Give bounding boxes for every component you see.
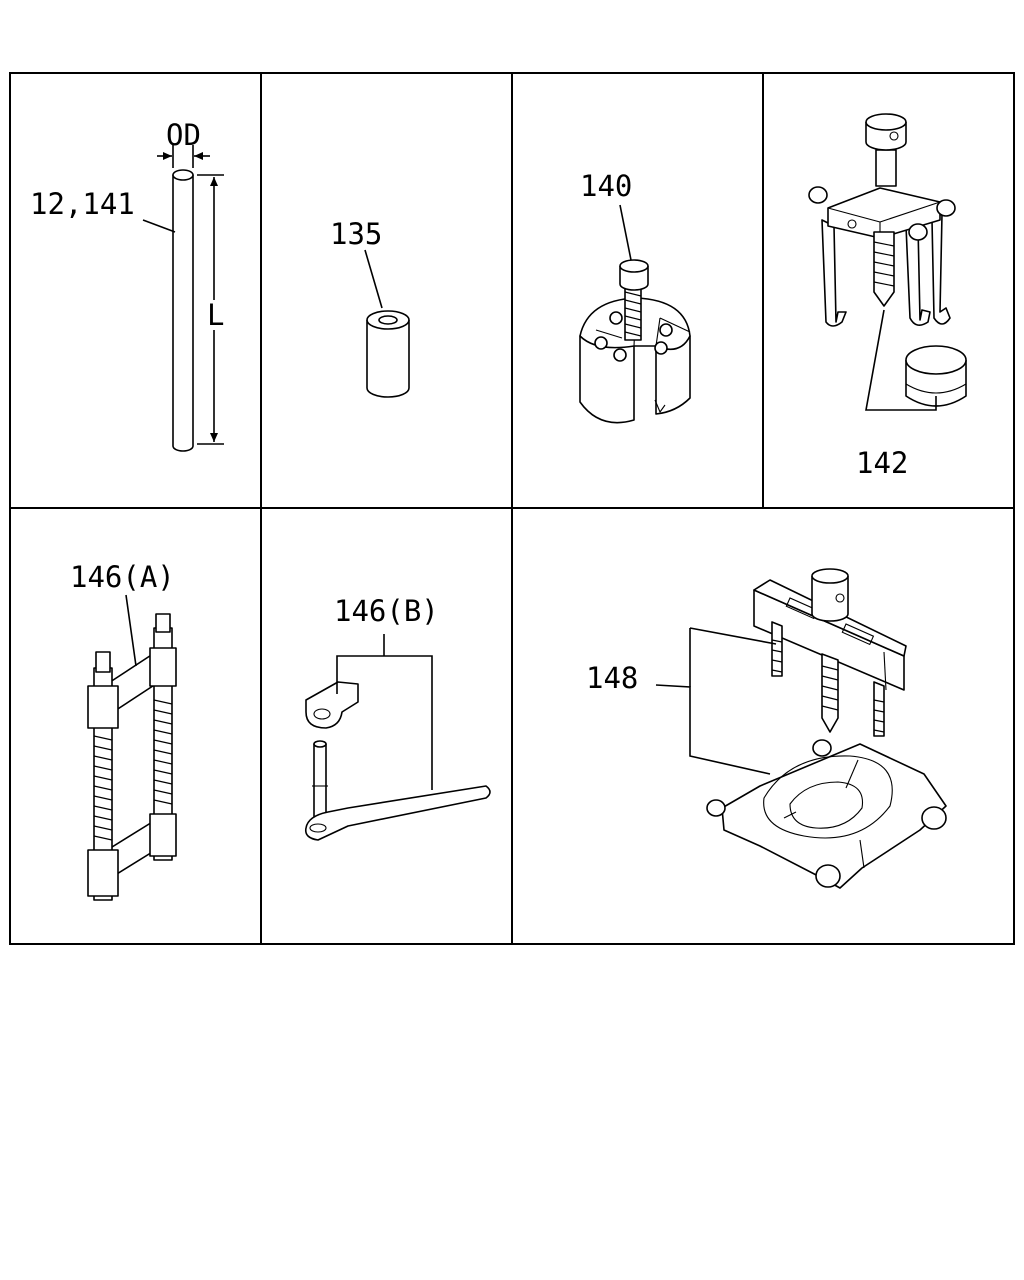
stud-leader — [125, 594, 137, 667]
wrench-part-number: 146(B) — [334, 594, 439, 628]
sleeve-body — [366, 320, 410, 398]
cell-split-holder: 140 — [579, 169, 691, 424]
holder-part-number: 140 — [580, 169, 632, 203]
separator-part-number: 148 — [586, 661, 638, 695]
separator-leader-upper — [689, 627, 777, 687]
od-dimension: OD — [157, 118, 210, 168]
od-label: OD — [166, 118, 201, 152]
holder-bolts — [594, 311, 673, 362]
puller-leader — [865, 309, 937, 411]
puller-part-number: 142 — [856, 446, 908, 480]
cell-puller: 142 — [808, 113, 967, 480]
length-dimension: L — [197, 174, 224, 445]
stud-part-number: 146(A) — [70, 560, 175, 594]
rod-leader — [142, 219, 176, 233]
separator-leader-lower — [655, 684, 771, 775]
sleeve-part-number: 135 — [330, 217, 382, 251]
cell-sleeve: 135 — [330, 217, 410, 398]
diagram-grid — [9, 72, 1015, 945]
cell-bearing-separator: 148 — [586, 568, 947, 889]
cell-rod: OD L 12,141 — [30, 118, 224, 452]
cell-stud-assembly: 146(A) — [70, 560, 177, 901]
rod-part-number: 12,141 — [30, 187, 135, 221]
cell-wrench-set: 146(B) — [304, 594, 491, 841]
sleeve-leader — [364, 249, 383, 309]
length-label: L — [207, 298, 224, 332]
rod-part — [172, 169, 194, 452]
wrench-leader — [336, 655, 433, 790]
holder-leader — [619, 204, 632, 261]
